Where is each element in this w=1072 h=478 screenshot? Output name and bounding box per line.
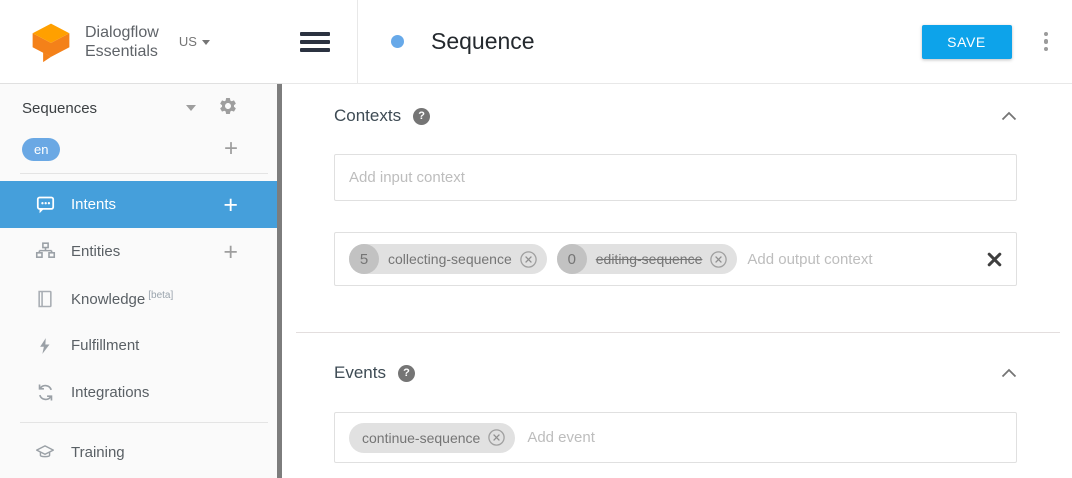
main-header: Sequence SAVE xyxy=(282,0,1072,84)
context-lifespan-badge[interactable]: 0 xyxy=(556,244,587,274)
contexts-section-header: Contexts ? xyxy=(334,102,1017,130)
sitemap-icon xyxy=(34,241,56,263)
dialogflow-logo xyxy=(32,23,70,62)
sidebar-item-training[interactable]: Training xyxy=(0,429,282,476)
help-icon[interactable]: ? xyxy=(413,107,431,125)
book-icon xyxy=(34,288,56,310)
events-section-header: Events ? xyxy=(334,359,1017,387)
intent-editor: Contexts ? 5 collecting-sequence xyxy=(282,84,1072,478)
region-selector[interactable]: US xyxy=(179,34,210,49)
chat-bubble-icon xyxy=(34,194,56,216)
intent-status-dot xyxy=(391,35,404,48)
sidebar-item-label: Training xyxy=(71,444,125,461)
agent-name[interactable]: Sequences xyxy=(22,99,98,117)
add-language-button[interactable]: + xyxy=(223,135,238,162)
sidebar-item-label: Entities xyxy=(71,243,121,260)
remove-chip-icon[interactable] xyxy=(519,250,538,269)
chevron-up-icon[interactable] xyxy=(1001,111,1017,121)
more-options-icon[interactable] xyxy=(1043,31,1048,52)
sidebar-item-fulfillment[interactable]: Fulfillment xyxy=(0,322,282,369)
output-context-chip: 5 collecting-sequence xyxy=(349,244,547,274)
events-field[interactable]: continue-sequence xyxy=(334,412,1017,463)
header-divider xyxy=(357,0,358,83)
sidebar-item-label: Intents xyxy=(71,196,117,213)
region-caret-icon xyxy=(201,40,210,45)
context-name: collecting-sequence xyxy=(388,251,512,267)
context-name: editing-sequence xyxy=(595,251,703,267)
sidebar-item-label: Fulfillment xyxy=(71,337,140,354)
add-intent-button[interactable]: + xyxy=(223,190,238,219)
sidebar-item-entities[interactable]: Entities + xyxy=(0,228,282,275)
sidebar-divider xyxy=(20,422,268,423)
sidebar-item-integrations[interactable]: Integrations xyxy=(0,369,282,416)
main-panel: Sequence SAVE Contexts ? 5 collecting-se… xyxy=(282,0,1072,478)
events-title: Events xyxy=(334,363,386,382)
output-context-input[interactable] xyxy=(747,250,973,268)
region-label: US xyxy=(178,34,197,49)
sidebar-item-knowledge[interactable]: Knowledge[beta] xyxy=(0,275,282,322)
menu-icon[interactable] xyxy=(300,31,330,52)
sync-icon xyxy=(34,382,56,404)
graduation-cap-icon xyxy=(34,442,56,464)
sidebar-item-label: Integrations xyxy=(71,384,150,401)
brand-name: Dialogflow Essentials xyxy=(85,23,159,60)
chevron-up-icon[interactable] xyxy=(1001,368,1017,378)
event-name: continue-sequence xyxy=(362,429,481,446)
agent-dropdown-caret-icon[interactable] xyxy=(186,105,196,111)
lightning-icon xyxy=(34,335,56,357)
sidebar-item-intents[interactable]: Intents + xyxy=(0,181,282,228)
remove-chip-icon[interactable] xyxy=(709,250,728,269)
event-chip: continue-sequence xyxy=(349,422,516,453)
language-badge[interactable]: en xyxy=(22,137,61,161)
event-input[interactable] xyxy=(527,429,1002,446)
output-context-chip: 0 editing-sequence xyxy=(556,244,738,274)
sidebar: Dialogflow Essentials US Sequences en + xyxy=(0,0,282,478)
sidebar-nav: Intents + Entities + xyxy=(0,181,282,476)
add-entity-button[interactable]: + xyxy=(223,237,238,266)
remove-chip-icon[interactable] xyxy=(487,428,506,447)
sidebar-divider xyxy=(20,173,268,174)
gear-icon[interactable] xyxy=(218,96,238,121)
input-context-input[interactable] xyxy=(349,169,1002,186)
save-button[interactable]: SAVE xyxy=(921,24,1012,59)
clear-contexts-icon[interactable] xyxy=(987,252,1002,267)
help-icon[interactable]: ? xyxy=(397,364,415,382)
section-divider xyxy=(296,332,1060,333)
page-title: Sequence xyxy=(431,28,535,54)
input-context-field[interactable] xyxy=(334,154,1017,201)
contexts-title: Contexts xyxy=(334,106,402,125)
language-row: en + xyxy=(0,130,282,168)
agent-row: Sequences xyxy=(0,86,282,130)
output-context-field[interactable]: 5 collecting-sequence 0 editing-sequence xyxy=(334,232,1017,286)
sidebar-scrollbar[interactable] xyxy=(277,84,282,478)
sidebar-item-label: Knowledge[beta] xyxy=(71,289,174,308)
sidebar-header: Dialogflow Essentials US xyxy=(0,0,282,84)
beta-badge: [beta] xyxy=(148,289,174,301)
context-lifespan-badge[interactable]: 5 xyxy=(349,244,379,274)
